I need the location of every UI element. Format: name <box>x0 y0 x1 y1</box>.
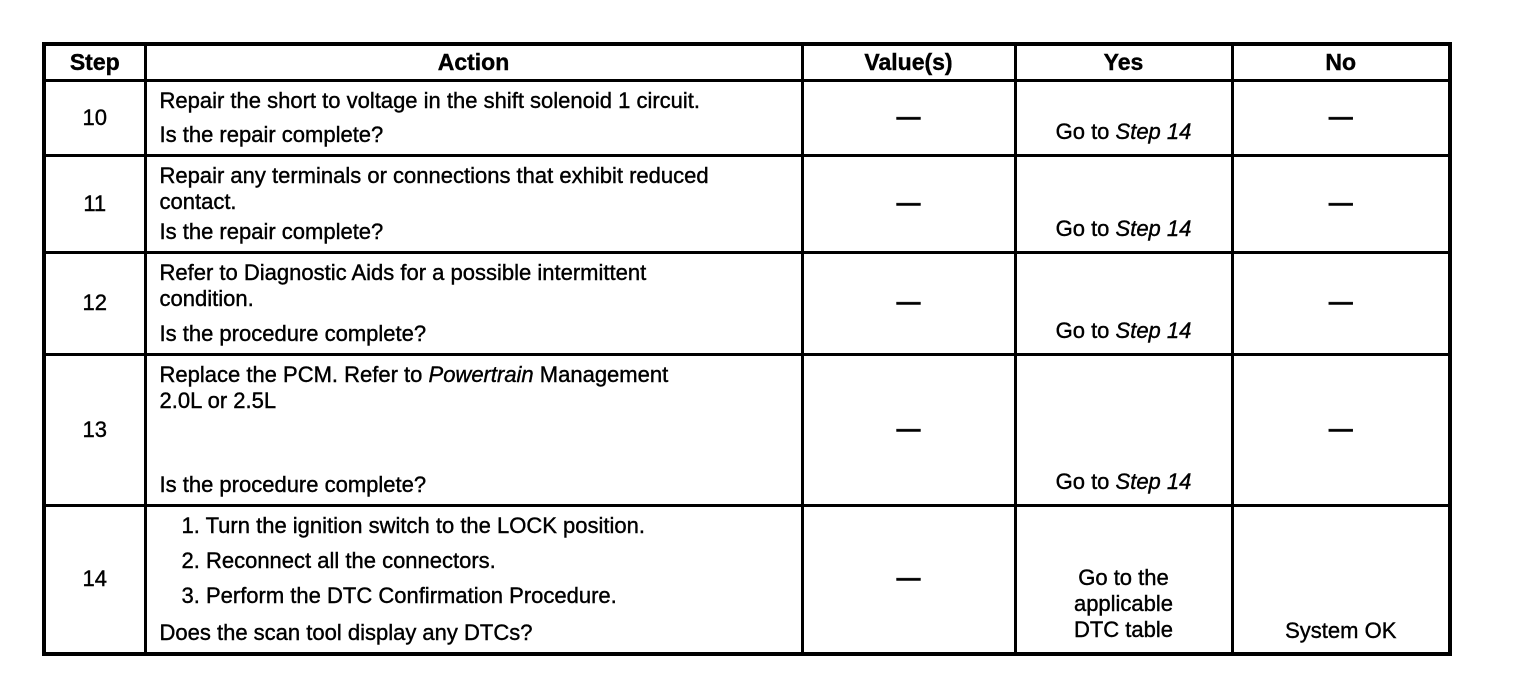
step-reference: Step 14 <box>1115 468 1192 494</box>
action-italic-reference: Powertrain <box>428 361 534 387</box>
step-number: 14 <box>42 503 147 655</box>
values-cell: — <box>800 78 1017 157</box>
goto-line: Go to the <box>1078 564 1169 590</box>
values-cell: — <box>800 503 1017 655</box>
goto-prefix: Go to <box>1055 118 1116 144</box>
action-text: contact. <box>159 188 237 214</box>
row-step-13: 13 Replace the PCM. Refer to Powertrain … <box>42 352 1452 507</box>
step-number: 13 <box>42 352 147 507</box>
step-number: 10 <box>42 78 147 157</box>
action-text: Repair the short to voltage in the shift… <box>159 87 701 113</box>
row-step-11: 11 Repair any terminals or connections t… <box>42 153 1452 254</box>
row-step-10: 10 Repair the short to voltage in the sh… <box>42 78 1452 157</box>
action-question: Is the repair complete? <box>159 121 384 147</box>
header-step: Step <box>42 42 147 82</box>
goto-prefix: Go to <box>1055 215 1116 241</box>
header-no: No <box>1230 42 1452 82</box>
system-ok-text: System OK <box>1285 617 1397 643</box>
no-cell: — <box>1230 352 1452 507</box>
value-dash: — <box>896 415 921 443</box>
header-values: Value(s) <box>800 42 1017 82</box>
step-reference: Step 14 <box>1115 215 1192 241</box>
action-cell: Repair any terminals or connections that… <box>143 153 804 254</box>
action-cell: 1. Turn the ignition switch to the LOCK … <box>143 503 804 655</box>
goto-prefix: Go to <box>1055 468 1116 494</box>
action-text-segment: Replace the PCM. Refer to <box>159 361 429 387</box>
values-cell: — <box>800 250 1017 356</box>
goto-step-text: Go to Step 14 <box>1017 468 1231 495</box>
goto-step-text: Go to Step 14 <box>1017 215 1231 242</box>
no-cell: — <box>1230 78 1452 157</box>
goto-step-text: Go to Step 14 <box>1017 118 1231 145</box>
action-cell: Repair the short to voltage in the shift… <box>143 78 804 157</box>
procedure-list-item: 2. Reconnect all the connectors. <box>181 547 496 573</box>
action-text: Refer to Diagnostic Aids for a possible … <box>159 259 647 285</box>
values-cell: — <box>800 153 1017 254</box>
row-step-12: 12 Refer to Diagnostic Aids for a possib… <box>42 250 1452 356</box>
action-question: Is the procedure complete? <box>159 320 427 346</box>
row-step-14: 14 1. Turn the ignition switch to the LO… <box>42 503 1452 655</box>
no-dash: — <box>1328 289 1353 316</box>
yes-cell: Go to Step 14 <box>1013 250 1234 356</box>
yes-cell: Go to Step 14 <box>1013 153 1234 254</box>
step-reference: Step 14 <box>1115 118 1192 144</box>
values-cell: — <box>800 352 1017 507</box>
diagnostic-table: Step Action Value(s) Yes No 10 Repair th… <box>42 42 1452 656</box>
action-text: Repair any terminals or connections that… <box>159 162 709 188</box>
action-question: Does the scan tool display any DTCs? <box>159 619 533 645</box>
action-cell: Replace the PCM. Refer to Powertrain Man… <box>143 352 804 507</box>
yes-cell: Go to the applicable DTC table <box>1013 503 1234 655</box>
goto-step-text: Go to Step 14 <box>1017 317 1231 344</box>
no-cell: — <box>1230 153 1452 254</box>
no-dash: — <box>1328 415 1353 443</box>
goto-dtc-table-text: Go to the applicable DTC table <box>1017 564 1231 643</box>
yes-cell: Go to Step 14 <box>1013 352 1234 507</box>
procedure-list-item: 3. Perform the DTC Confirmation Procedur… <box>181 582 617 608</box>
action-text: condition. <box>159 285 254 311</box>
header-yes: Yes <box>1013 42 1234 82</box>
value-dash: — <box>896 565 921 592</box>
yes-cell: Go to Step 14 <box>1013 78 1234 157</box>
goto-prefix: Go to <box>1055 317 1116 343</box>
action-text: 2.0L or 2.5L <box>159 387 277 413</box>
header-row: Step Action Value(s) Yes No <box>42 42 1452 82</box>
value-dash: — <box>896 189 921 217</box>
action-question: Is the procedure complete? <box>159 471 427 497</box>
no-dash: — <box>1328 189 1353 217</box>
scanned-manual-page: Step Action Value(s) Yes No 10 Repair th… <box>42 42 1452 656</box>
procedure-list-item: 1. Turn the ignition switch to the LOCK … <box>181 512 645 538</box>
value-dash: — <box>896 103 921 131</box>
action-cell: Refer to Diagnostic Aids for a possible … <box>143 250 804 356</box>
goto-line: applicable <box>1073 590 1174 616</box>
no-cell: — <box>1230 250 1452 356</box>
step-number: 12 <box>42 250 147 356</box>
step-number: 11 <box>42 153 147 254</box>
action-text: Replace the PCM. Refer to Powertrain Man… <box>159 361 787 388</box>
value-dash: — <box>896 289 921 316</box>
goto-line: DTC table <box>1073 616 1174 642</box>
header-action: Action <box>143 42 804 82</box>
action-question: Is the repair complete? <box>159 218 384 244</box>
step-reference: Step 14 <box>1115 317 1192 343</box>
action-text-segment: Management <box>533 361 669 387</box>
no-cell: System OK <box>1230 503 1452 655</box>
no-dash: — <box>1328 103 1353 131</box>
